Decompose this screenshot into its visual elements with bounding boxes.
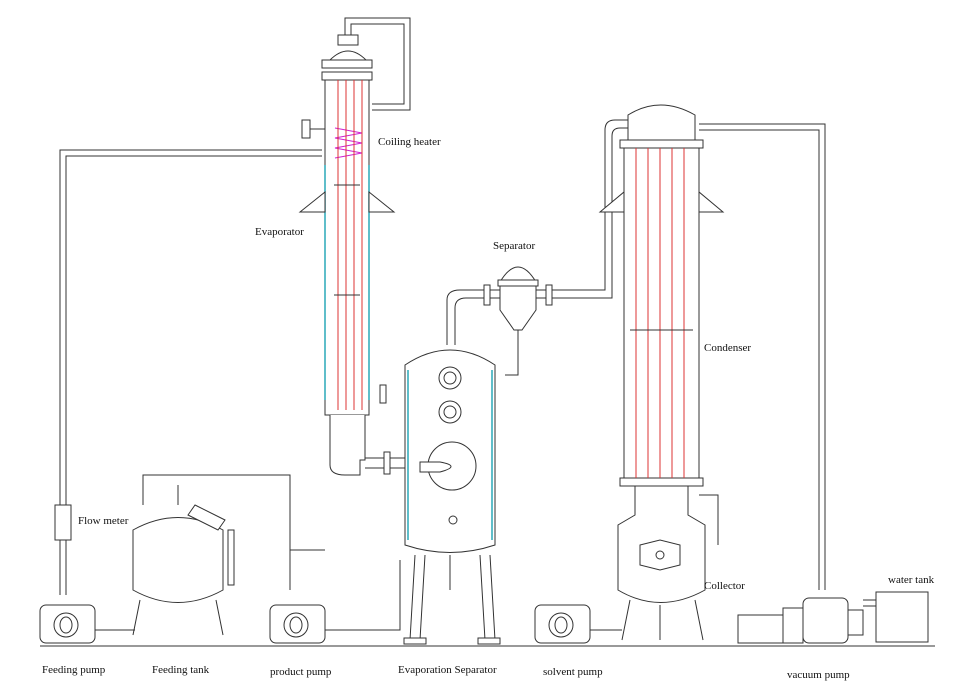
label-evaporator: Evaporator bbox=[255, 226, 304, 238]
feeding-tank bbox=[132, 474, 325, 636]
flow-meter bbox=[54, 504, 72, 541]
evaporator bbox=[298, 17, 411, 476]
label-product-pump: product pump bbox=[270, 666, 332, 678]
condenser bbox=[598, 104, 826, 641]
label-collector: Collector bbox=[704, 580, 745, 592]
label-feeding-pump: Feeding pump bbox=[42, 664, 106, 676]
label-separator: Separator bbox=[493, 240, 536, 252]
separator bbox=[483, 266, 553, 376]
feeding-pump bbox=[39, 604, 135, 644]
label-flow-meter: Flow meter bbox=[78, 515, 129, 527]
evaporation-separator bbox=[399, 119, 628, 645]
product-pump bbox=[269, 560, 401, 644]
label-vacuum-pump: vacuum pump bbox=[787, 669, 850, 681]
label-evaporation-separator: Evaporation Separator bbox=[398, 664, 497, 676]
label-condenser: Condenser bbox=[704, 342, 752, 354]
label-feeding-tank: Feeding tank bbox=[152, 664, 210, 676]
label-coiling-heater: Coiling heater bbox=[378, 136, 441, 148]
label-water-tank: water tank bbox=[888, 574, 935, 586]
label-solvent-pump: solvent pump bbox=[543, 666, 603, 678]
vacuum-pump bbox=[737, 597, 864, 644]
feed-pipe bbox=[59, 149, 322, 595]
water-tank bbox=[863, 591, 929, 643]
solvent-pump bbox=[534, 604, 622, 644]
